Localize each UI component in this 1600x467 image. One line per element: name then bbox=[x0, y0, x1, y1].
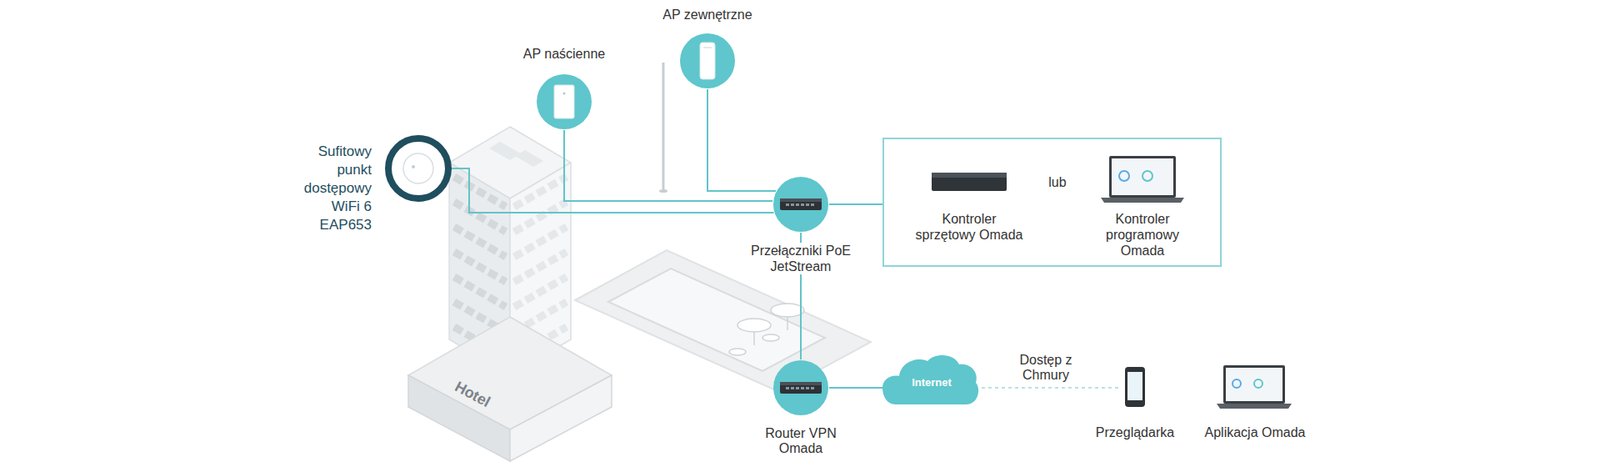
port bbox=[805, 203, 810, 206]
wall-ap-icon bbox=[554, 85, 575, 119]
connector-line bbox=[564, 130, 773, 201]
connector-line bbox=[451, 168, 775, 213]
port bbox=[810, 386, 815, 390]
switch-circle: Przełączniki PoE JetStream bbox=[772, 175, 830, 233]
connector-line bbox=[829, 386, 883, 389]
ceiling-ap-icon bbox=[403, 153, 434, 184]
tower-roof-unit bbox=[489, 141, 521, 160]
laptop-screen bbox=[1111, 158, 1174, 195]
internet-cloud: Internet bbox=[882, 350, 980, 408]
laptop-chart bbox=[1119, 170, 1130, 181]
software-controller-icon bbox=[1109, 155, 1176, 198]
node-shape bbox=[385, 135, 452, 202]
port bbox=[790, 386, 795, 390]
laptop-chart bbox=[1232, 379, 1241, 388]
sign-text: Hotel bbox=[439, 371, 506, 417]
port bbox=[795, 203, 800, 206]
node-shape bbox=[772, 359, 830, 416]
device-top bbox=[931, 172, 1007, 178]
port bbox=[800, 386, 805, 390]
node-label: Przełączniki PoE JetStream bbox=[746, 242, 855, 275]
device-top bbox=[780, 198, 822, 202]
antenna-pole bbox=[662, 62, 665, 190]
node-label: Sufitowy punkt dostępowy WiFi 6 EAP653 bbox=[293, 142, 372, 235]
node-label: lub bbox=[1040, 174, 1075, 190]
node-label: AP zewnętrzne bbox=[624, 6, 791, 23]
controller-box: Kontroler sprzętowy Omada lubKontroler pr… bbox=[882, 137, 1222, 267]
ring-outline bbox=[388, 138, 449, 199]
ap-led bbox=[563, 92, 566, 95]
connector-line bbox=[829, 203, 883, 205]
node-label: Kontroler sprzętowy Omada bbox=[910, 210, 1028, 243]
outdoor-ap-icon bbox=[700, 42, 715, 80]
node-label: Internet bbox=[894, 375, 970, 390]
node-label: Kontroler programowy Omada bbox=[1092, 210, 1193, 259]
free-label: Dostęp z Chmury bbox=[1012, 352, 1080, 383]
laptop-chart bbox=[1142, 170, 1153, 181]
node-shape bbox=[772, 175, 830, 233]
phone-icon bbox=[1125, 366, 1145, 407]
node-shape bbox=[535, 73, 593, 130]
box-outline bbox=[883, 138, 1221, 266]
ap-logo bbox=[411, 165, 415, 169]
port bbox=[810, 203, 815, 206]
switch-icon bbox=[780, 198, 822, 210]
cloud-access-line bbox=[981, 386, 1122, 389]
lobby-right-face bbox=[510, 375, 612, 461]
free-label: Aplikacja Omada bbox=[1200, 424, 1310, 440]
node-shape bbox=[679, 32, 736, 90]
router-icon bbox=[780, 381, 822, 394]
circle-outline bbox=[773, 176, 829, 232]
free-label: Przeglądarka bbox=[1085, 424, 1185, 440]
access-point-circle: AP zewnętrzne bbox=[679, 32, 736, 90]
port bbox=[785, 203, 790, 206]
port bbox=[785, 386, 790, 390]
port bbox=[795, 386, 800, 390]
pole-base bbox=[659, 189, 668, 193]
access-point-circle: Sufitowy punkt dostępowy WiFi 6 EAP653 bbox=[385, 135, 452, 202]
node-shape bbox=[882, 137, 1222, 267]
node-label: AP naścienne bbox=[480, 45, 648, 62]
circle-outline bbox=[536, 74, 592, 130]
tower-roof-unit bbox=[515, 150, 544, 167]
circle-outline bbox=[773, 360, 829, 415]
laptop-chart bbox=[1254, 379, 1263, 388]
laptop-base bbox=[1216, 403, 1292, 409]
laptop-screen bbox=[1225, 367, 1283, 401]
pool-water bbox=[608, 268, 825, 371]
access-point-circle: AP naścienne bbox=[535, 73, 593, 130]
umbrella bbox=[729, 303, 805, 355]
port bbox=[790, 203, 795, 206]
connector-line bbox=[707, 89, 776, 191]
laptop-icon bbox=[1223, 365, 1285, 404]
cloud-outline bbox=[882, 355, 979, 405]
device-top bbox=[780, 381, 822, 385]
ap-detail bbox=[703, 47, 712, 49]
laptop-base bbox=[1100, 197, 1185, 203]
phone-screen bbox=[1127, 371, 1143, 400]
port bbox=[800, 203, 805, 206]
port bbox=[805, 386, 810, 390]
router-circle: Router VPN Omada bbox=[772, 359, 830, 416]
node-label: Router VPN Omada bbox=[746, 425, 855, 456]
hardware-controller-icon bbox=[931, 172, 1007, 191]
circle-outline bbox=[680, 33, 735, 89]
